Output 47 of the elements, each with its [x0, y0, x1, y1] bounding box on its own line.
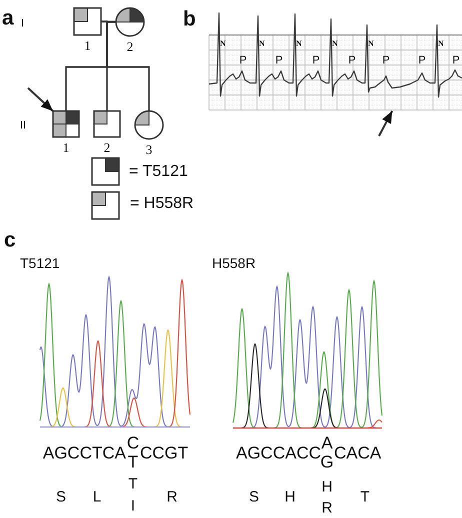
- wave-label: P: [418, 56, 426, 66]
- generation-numeral: II: [20, 120, 26, 132]
- amino-acid-letter: L: [92, 490, 102, 504]
- amino-acid-letter: H: [322, 480, 332, 494]
- wave-label: N: [259, 40, 265, 48]
- amino-acid-letter: R: [322, 500, 332, 516]
- wave-label: N: [368, 40, 374, 48]
- wave-label: P: [348, 56, 356, 66]
- base-letter: T: [128, 454, 138, 470]
- amino-acid-letter: R: [166, 490, 178, 504]
- individual-number: 2: [104, 141, 110, 154]
- individual-number: 1: [62, 141, 70, 154]
- wave-label: P: [382, 56, 390, 66]
- base-letter: C: [126, 434, 140, 452]
- base-letter: A: [321, 434, 333, 452]
- mutation-label: H558R: [212, 256, 256, 270]
- wave-label: N: [220, 40, 226, 48]
- dna-sequence: AGCCACC: [236, 444, 321, 462]
- base-letter: G: [320, 454, 334, 470]
- generation-numeral: I: [21, 18, 24, 30]
- individual-number: 1: [84, 39, 91, 52]
- panel-letter: a: [2, 8, 14, 28]
- wave-label: N: [296, 40, 302, 48]
- mutation-label: T5121: [20, 256, 60, 270]
- legend-text: = T5121: [129, 164, 188, 180]
- amino-acid-letter: S: [56, 490, 66, 504]
- arrow: [27, 87, 54, 112]
- panel-letter: c: [4, 230, 16, 250]
- wave-label: N: [332, 40, 338, 48]
- amino-acid-letter: S: [249, 490, 259, 504]
- amino-acid-letter: T: [128, 476, 138, 492]
- wave-label: P: [452, 56, 460, 66]
- dna-sequence: CCGT: [140, 444, 188, 462]
- amino-acid-letter: H: [284, 490, 296, 504]
- amino-acid-letter: T: [360, 490, 370, 504]
- dna-sequence: AGCCTCA: [42, 444, 126, 462]
- legend-text: = H558R: [130, 196, 194, 212]
- wave-label: P: [239, 56, 247, 66]
- wave-label: P: [275, 56, 283, 66]
- dna-sequence: CACA: [334, 444, 382, 462]
- arrow: [378, 110, 394, 136]
- amino-acid-letter: I: [130, 498, 136, 514]
- individual-number: 2: [126, 40, 134, 53]
- panel-letter: b: [183, 8, 196, 30]
- wave-label: N: [438, 40, 444, 48]
- individual-number: 3: [146, 143, 152, 156]
- wave-label: P: [312, 56, 320, 66]
